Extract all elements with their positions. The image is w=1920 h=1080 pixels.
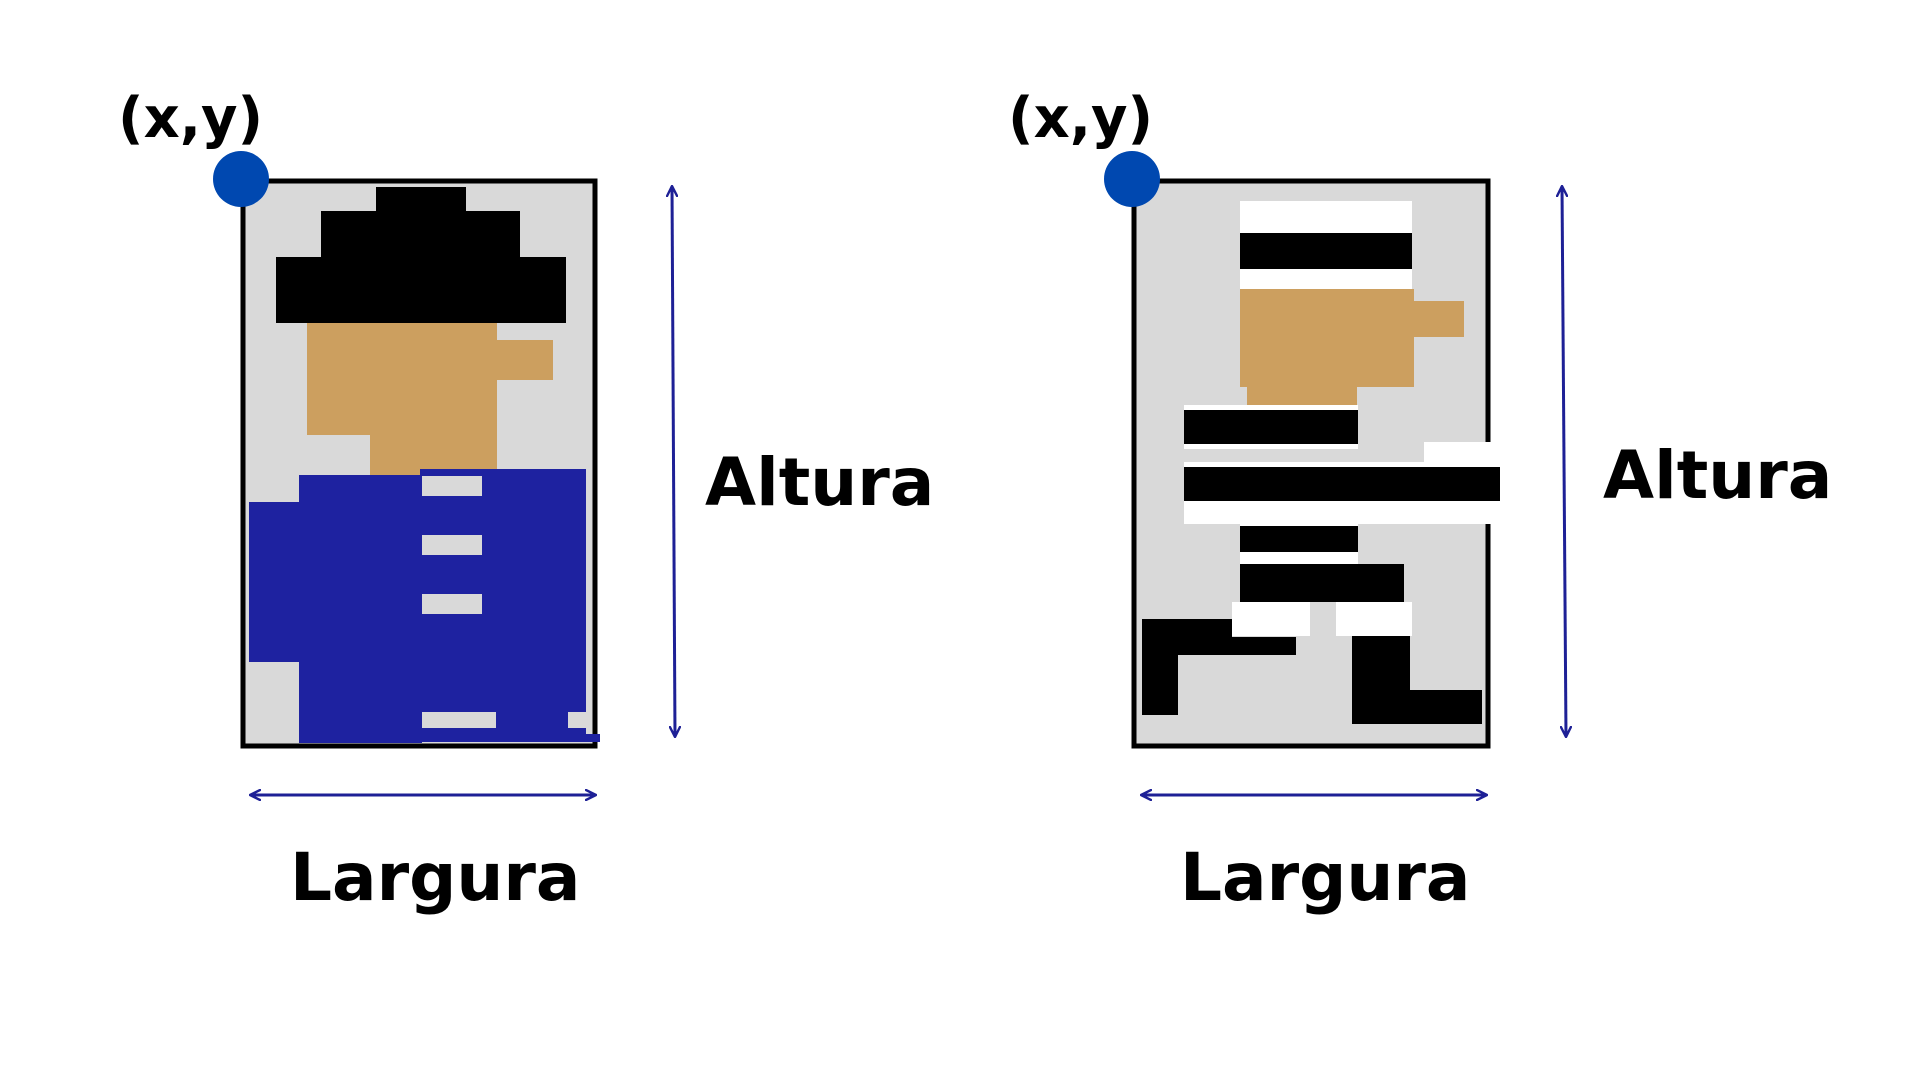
policeman-uniform-buttons xyxy=(422,476,588,728)
origin-label: (x,y) xyxy=(1008,86,1153,151)
policeman-uniform xyxy=(249,469,600,743)
origin-point-icon xyxy=(213,151,269,207)
origin-point-icon xyxy=(1104,151,1160,207)
sprite-prisoner: (x,y) Altura Largura xyxy=(1008,86,1832,916)
prisoner-cap xyxy=(1240,201,1412,289)
width-label: Largura xyxy=(290,839,580,916)
sprite-policeman: (x,y) Altura Largura xyxy=(118,86,934,916)
prisoner-striped-uniform xyxy=(1184,405,1500,636)
policeman-face xyxy=(307,323,553,475)
policeman-hat xyxy=(276,187,566,323)
origin-label: (x,y) xyxy=(118,86,263,151)
height-arrow xyxy=(672,186,675,737)
width-label: Largura xyxy=(1180,839,1470,916)
height-arrow xyxy=(1562,186,1566,737)
height-label: Altura xyxy=(705,444,934,521)
prisoner-face xyxy=(1240,289,1464,405)
height-label: Altura xyxy=(1603,437,1832,514)
prisoner-legs xyxy=(1142,619,1482,724)
